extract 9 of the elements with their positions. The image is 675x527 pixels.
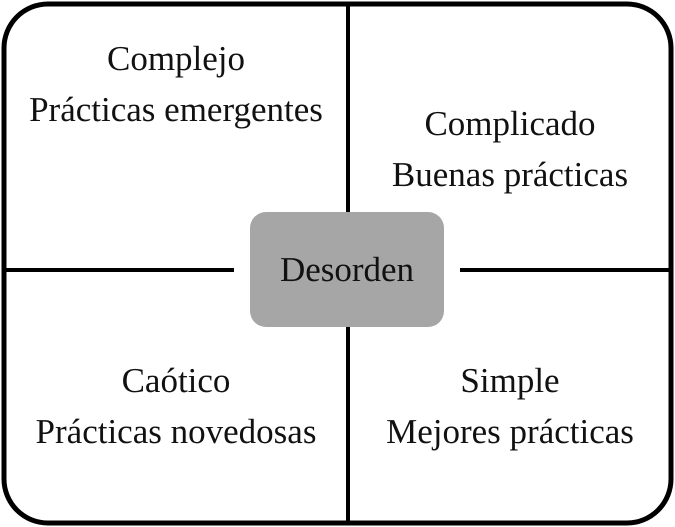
quadrant-description: Mejores prácticas [386,411,634,452]
quadrant-heading: Caótico [122,360,230,401]
quadrant-description: Buenas prácticas [392,154,628,195]
center-box: Desorden [250,212,444,327]
quadrant-heading: Complicado [424,103,596,144]
quadrant-description: Prácticas novedosas [36,411,316,452]
quadrant-heading: Complejo [106,38,246,79]
quadrant-heading: Simple [460,360,560,401]
quadrant-description: Prácticas emergentes [29,89,323,130]
